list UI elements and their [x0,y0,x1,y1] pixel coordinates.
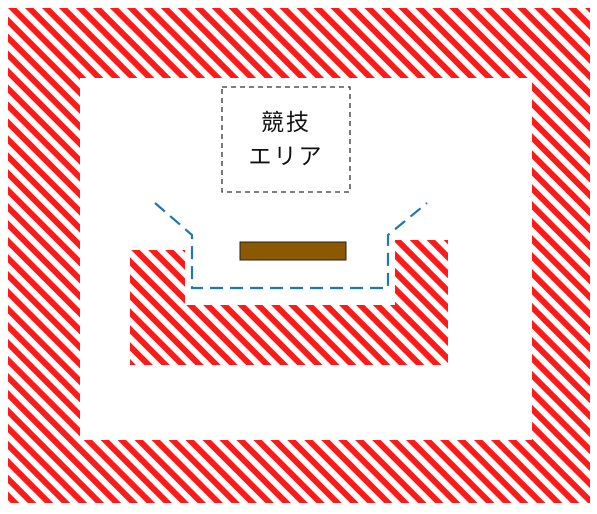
dashed-barrier-line [154,202,428,290]
hatched-u-zone [130,240,448,365]
competition-area-box [221,86,351,193]
table-bar [239,241,347,261]
